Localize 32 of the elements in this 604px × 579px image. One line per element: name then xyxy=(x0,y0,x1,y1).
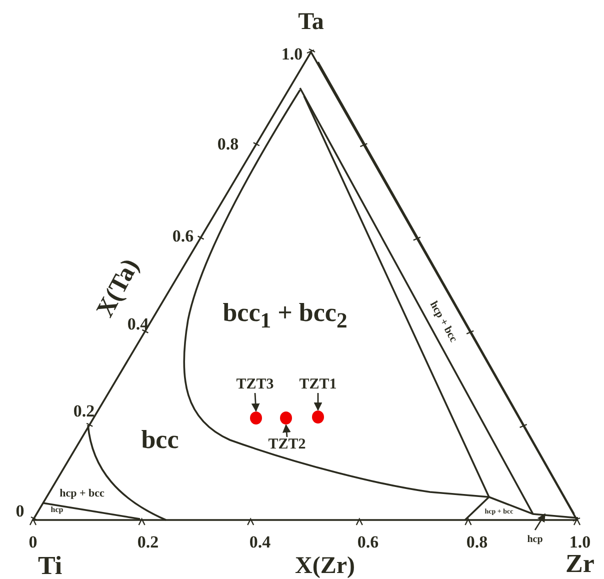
sample-point xyxy=(312,410,324,424)
vertex-label: Ti xyxy=(38,553,62,579)
vertex-label: Ta xyxy=(298,10,324,34)
axis-tick-label: 0.2 xyxy=(73,402,95,420)
axis-tick-label: 0.4 xyxy=(127,316,149,332)
phase-label: bcc$_{1}$ + bcc$_{2}$ xyxy=(222,300,348,332)
point-label: TZT2 xyxy=(268,438,306,452)
phase-label: hcp + bcc xyxy=(60,488,104,500)
leader-arrow xyxy=(534,513,546,530)
axis-tick-label: 0 xyxy=(28,534,38,550)
leader-arrow xyxy=(282,424,291,438)
axis-tick-label: 0.6 xyxy=(357,534,379,550)
axis-tick-label: 1.0 xyxy=(281,46,303,62)
axis-tick-label: 0.8 xyxy=(466,534,488,550)
sample-point xyxy=(280,412,292,424)
phase-label: bcc xyxy=(141,427,179,453)
point-label: TZT1 xyxy=(299,378,337,392)
axis-tick-label: 0 xyxy=(16,502,24,520)
leader-arrow xyxy=(314,393,322,411)
axis-tick-label: 0.6 xyxy=(172,228,194,244)
axis-tick-label: 0.8 xyxy=(217,136,239,152)
leader-arrow xyxy=(251,392,260,412)
sample-point xyxy=(250,412,262,424)
axis-title: X(Zr) xyxy=(295,554,355,578)
point-label: hcp xyxy=(527,535,543,545)
phase-label: hcp xyxy=(50,506,64,514)
axis-tick-label: 1.0 xyxy=(569,534,591,550)
axis-tick-label: 0.2 xyxy=(137,534,159,550)
phase-label: hcp + bcc xyxy=(427,300,459,344)
vertex-label: Zr xyxy=(566,551,594,577)
axis-tick-label: 0.4 xyxy=(249,534,271,550)
point-label: TZT3 xyxy=(236,378,274,392)
